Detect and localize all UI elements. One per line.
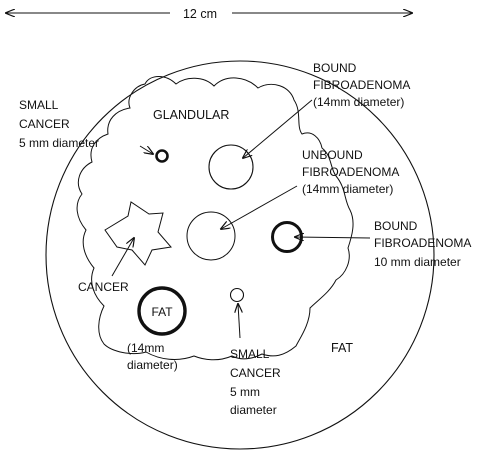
fat-lesion bbox=[137, 286, 187, 336]
small-cancer-left-label: SMALL CANCER 5 mm diameter bbox=[19, 98, 99, 150]
unbound-fibro-14-label: UNBOUND FIBROADENOMA (14mm diameter) bbox=[302, 148, 402, 196]
fat-lesion-diameter-label: (14mm diameter) bbox=[127, 341, 178, 372]
glandular-label: GLANDULAR bbox=[153, 108, 229, 122]
small-cancer-bottom-label: SMALL CANCER 5 mm diameter bbox=[230, 347, 284, 417]
arrow-cancer bbox=[111, 238, 134, 277]
bound-fibroadenoma-14mm bbox=[208, 144, 254, 190]
fat-lesion-label: FAT bbox=[151, 305, 173, 319]
arrow-bound-fibro-10 bbox=[295, 237, 371, 238]
glandular-region bbox=[76, 76, 354, 361]
small-cancer-left-marker bbox=[155, 149, 169, 163]
bound-fibro-14-label: BOUND FIBROADENOMA (14mm diameter) bbox=[313, 61, 413, 109]
breast-outline bbox=[45, 60, 435, 450]
scale-bar: 12 cm bbox=[6, 4, 412, 22]
bound-fibro-10-label: BOUND FIBROADENOMA 10 mm diameter bbox=[374, 219, 474, 269]
pointer-arrows bbox=[111, 99, 371, 339]
cancer-star bbox=[104, 201, 172, 266]
small-cancer-bottom-marker bbox=[229, 287, 245, 303]
cancer-label: CANCER bbox=[78, 280, 129, 294]
arrow-bound-fibro-14 bbox=[243, 99, 313, 158]
scale-label: 12 cm bbox=[183, 7, 217, 21]
arrow-small-cancer-left bbox=[139, 145, 153, 154]
unbound-fibroadenoma-14mm bbox=[186, 211, 236, 261]
arrow-small-cancer-bottom bbox=[238, 304, 240, 339]
fat-region-label: FAT bbox=[331, 341, 353, 355]
arrow-unbound-fibro-14 bbox=[221, 185, 298, 229]
